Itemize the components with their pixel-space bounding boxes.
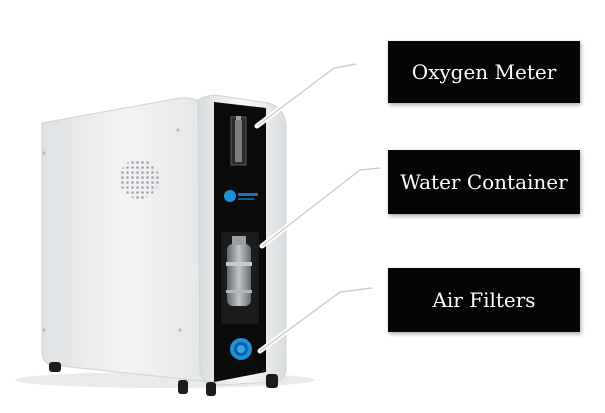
water-container-label: Water Container [388,150,580,214]
cabinet-side-panel [41,97,213,383]
water-bottle-cap [232,236,246,245]
casters [49,362,278,396]
oxygen-meter-label: Oxygen Meter [388,41,580,103]
indicator-light [224,190,236,202]
cabinet-screws [42,128,182,332]
air-filters-label: Air Filters [388,268,580,332]
water-bottle [227,244,251,306]
oxygen-meter-gauge [235,120,242,162]
vent-grille [119,159,159,199]
callout-lines [256,63,381,352]
